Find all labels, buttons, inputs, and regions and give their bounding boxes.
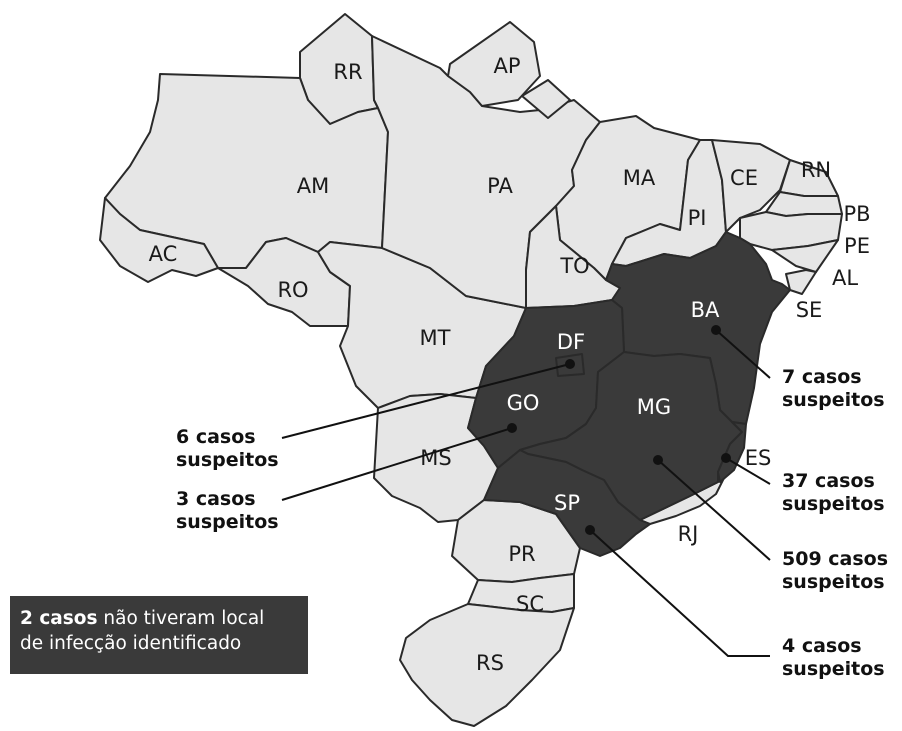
leader-ba	[715, 329, 771, 379]
dot-sp	[585, 525, 595, 535]
leader-es	[725, 457, 771, 485]
label-to: TO	[559, 254, 589, 278]
label-ap: AP	[493, 54, 520, 78]
label-rr: RR	[333, 60, 362, 84]
label-ro: RO	[277, 278, 308, 302]
state-al	[771, 239, 839, 273]
note-rest: não tiveram local	[97, 608, 265, 629]
callout-ba: 7 casos suspeitos	[782, 366, 885, 411]
state-shapes	[99, 13, 843, 727]
label-ce: CE	[730, 166, 758, 190]
dot-mg	[653, 455, 663, 465]
label-ms: MS	[420, 446, 451, 470]
state-ce	[711, 139, 791, 233]
callout-ba-line1: 7 casos	[782, 366, 862, 388]
label-go: GO	[507, 391, 540, 415]
label-pr: PR	[508, 542, 535, 566]
label-mg: MG	[637, 395, 671, 419]
label-rs: RS	[476, 651, 504, 675]
callout-mg-line2: suspeitos	[782, 571, 885, 593]
callout-sp-line2: suspeitos	[782, 658, 885, 680]
label-pa: PA	[487, 174, 513, 198]
state-ac	[99, 197, 219, 283]
label-mt: MT	[420, 326, 451, 350]
leader-mg	[657, 459, 771, 561]
dot-es	[721, 453, 731, 463]
label-ac: AC	[149, 242, 178, 266]
leader-go	[281, 427, 513, 501]
note-line1: 2 casos não tiveram local	[20, 606, 298, 631]
state-sp	[483, 449, 651, 557]
leader-df	[281, 363, 571, 439]
callout-mg: 509 casos suspeitos	[782, 548, 888, 593]
label-pb: PB	[843, 202, 870, 226]
label-sc: SC	[516, 592, 544, 616]
callout-df-line2: suspeitos	[176, 449, 279, 471]
callout-es: 37 casos suspeitos	[782, 470, 885, 515]
leader-lines	[281, 325, 771, 657]
callout-df: 6 casos suspeitos	[176, 426, 279, 471]
callout-ba-line2: suspeitos	[782, 389, 885, 411]
label-al: AL	[832, 266, 858, 290]
leader-sp	[589, 529, 770, 657]
dot-df	[565, 359, 575, 369]
state-labels: RR AP AM PA MA CE RN PB PE PI AL SE AC R…	[149, 54, 871, 675]
label-se: SE	[796, 298, 823, 322]
note-bold: 2 casos	[20, 608, 98, 629]
state-pb	[765, 191, 843, 217]
callout-es-line2: suspeitos	[782, 493, 885, 515]
label-rj: RJ	[678, 522, 699, 546]
callout-sp: 4 casos suspeitos	[782, 635, 885, 680]
dot-go	[507, 423, 517, 433]
state-es	[717, 421, 747, 483]
state-se	[785, 269, 817, 295]
label-sp: SP	[554, 491, 580, 515]
label-pi: PI	[688, 206, 707, 230]
callout-go: 3 casos suspeitos	[176, 488, 279, 533]
callout-go-line1: 3 casos	[176, 488, 256, 510]
label-am: AM	[297, 174, 329, 198]
label-es: ES	[745, 446, 772, 470]
label-ba: BA	[691, 298, 720, 322]
callout-sp-line1: 4 casos	[782, 635, 862, 657]
unidentified-cases-note: 2 casos não tiveram local de infecção id…	[10, 596, 308, 674]
state-mg	[519, 351, 743, 521]
label-pe: PE	[844, 234, 870, 258]
island-marajo	[521, 79, 571, 119]
state-rs	[399, 603, 575, 727]
callout-mg-line1: 509 casos	[782, 548, 888, 570]
dot-ba	[711, 325, 721, 335]
note-line2: de infecção identificado	[20, 633, 242, 654]
callouts: 7 casos suspeitos 6 casos suspeitos 3 ca…	[176, 366, 888, 680]
label-rn: RN	[801, 158, 831, 182]
callout-es-line1: 37 casos	[782, 470, 875, 492]
label-ma: MA	[623, 166, 656, 190]
callout-go-line2: suspeitos	[176, 511, 279, 533]
state-ap	[447, 21, 541, 107]
label-df: DF	[557, 330, 585, 354]
callout-df-line1: 6 casos	[176, 426, 256, 448]
